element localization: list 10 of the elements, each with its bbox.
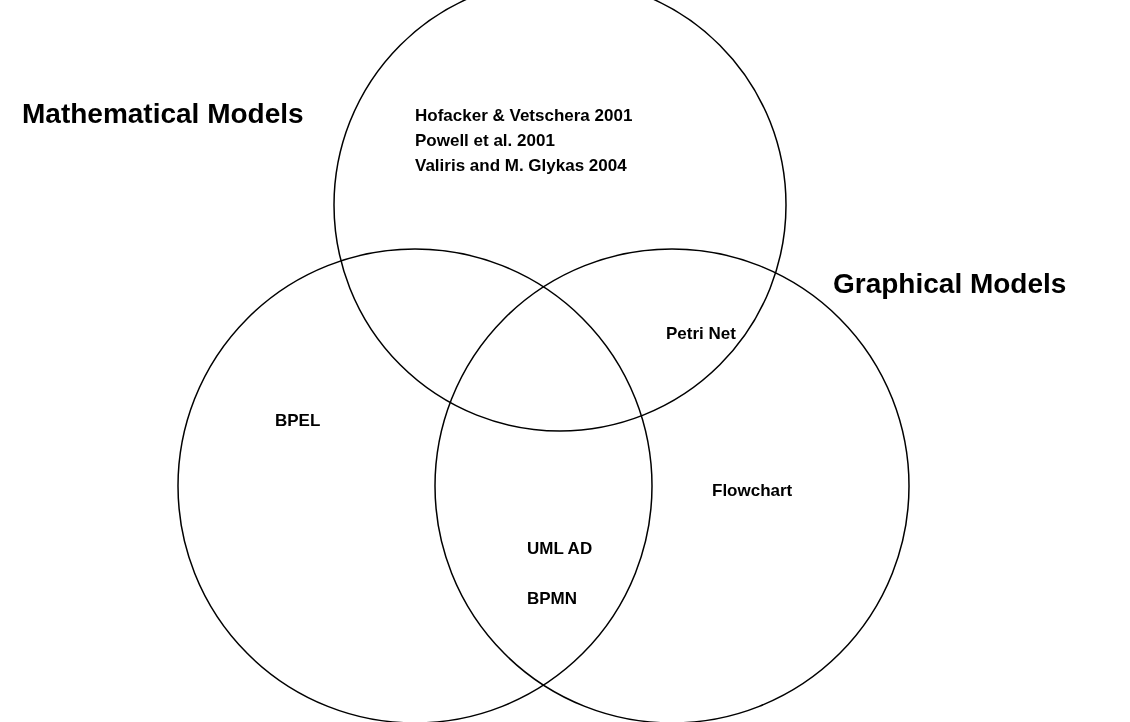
reference-text: Valiris and M. Glykas 2004 xyxy=(415,157,627,174)
region-label: BPMN xyxy=(527,590,578,607)
region-label: Petri Net xyxy=(666,325,736,342)
circle-heading: Mathematical Models xyxy=(22,100,304,128)
reference-text: Hofacker & Vetschera 2001 xyxy=(415,107,633,124)
region-label: UML AD xyxy=(527,540,593,557)
region-label: Flowchart xyxy=(712,482,793,499)
reference-text: Powell et al. 2001 xyxy=(415,132,555,149)
circle-heading: Graphical Models xyxy=(833,270,1067,298)
region-label: BPEL xyxy=(275,412,321,429)
